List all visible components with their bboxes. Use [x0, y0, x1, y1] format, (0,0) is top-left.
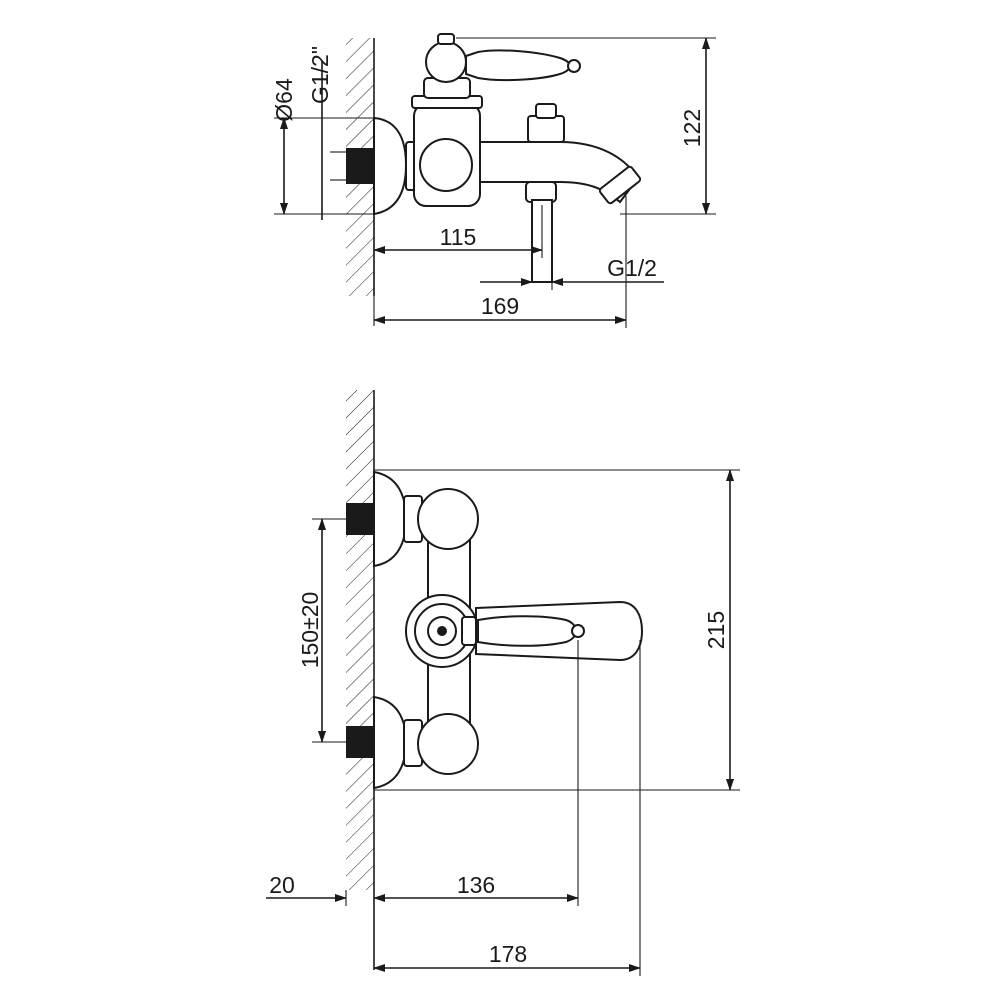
dim-diameter-label: Ø64 [271, 78, 297, 122]
escutcheon-lower [373, 695, 408, 790]
dim-inlet-thread-label: G1/2" [307, 46, 333, 104]
dim-outlet-thread-label: G1/2 [607, 255, 657, 281]
handle-knob-top [425, 41, 467, 83]
dim-centers-label: 150±20 [297, 592, 323, 669]
wall-hatch-front [346, 390, 374, 890]
diverter-top [527, 115, 565, 143]
dim-height-front-label: 215 [703, 611, 729, 649]
top-view: Ø64 G1/2" 122 115 G1/2 169 [271, 33, 716, 328]
front-view: 150±20 215 20 136 178 [266, 390, 740, 976]
handle-lever-front [477, 615, 578, 647]
inlet-thread-upper [346, 503, 374, 535]
dim-wall-offset-label: 20 [269, 872, 295, 898]
dim-spout-length-label: 169 [481, 293, 519, 319]
escutcheon-upper [373, 470, 408, 568]
dim-handle-reach-label: 136 [457, 872, 495, 898]
inlet-thread-top [346, 148, 374, 184]
inlet-thread-lower [346, 726, 374, 758]
dim-spout-center-label: 115 [440, 224, 477, 250]
dim-height-top-label: 122 [679, 109, 705, 147]
handle-lever-top [465, 49, 572, 82]
dim-total-depth-label: 178 [489, 941, 527, 967]
escutcheon-top [373, 116, 408, 216]
